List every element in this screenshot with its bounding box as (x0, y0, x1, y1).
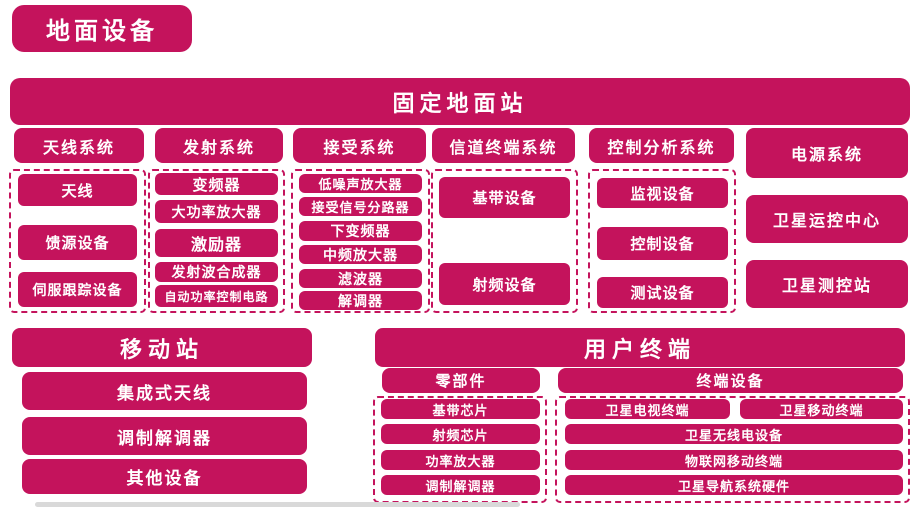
group-transmit-system (148, 169, 285, 313)
node-exciter: 激励器 (155, 229, 278, 257)
header-transmit-system: 发射系统 (155, 128, 283, 163)
node-satellite-tv-terminal: 卫星电视终端 (565, 399, 730, 419)
header-terminal-devices: 终端设备 (558, 368, 903, 393)
bottom-cutoff-strip (35, 502, 520, 507)
node-frequency-converter: 变频器 (155, 173, 278, 195)
node-iot-mobile-terminal: 物联网移动终端 (565, 450, 903, 470)
node-high-power-amplifier: 大功率放大器 (155, 200, 278, 223)
header-control-analysis-system: 控制分析系统 (589, 128, 734, 163)
node-satellite-radio-equipment: 卫星无线电设备 (565, 424, 903, 444)
node-baseband-chip: 基带芯片 (381, 399, 540, 419)
header-components: 零部件 (382, 368, 540, 393)
node-rf-equipment: 射频设备 (439, 263, 570, 305)
node-down-converter: 下变频器 (299, 221, 422, 241)
node-satellite-operation-control-center: 卫星运控中心 (746, 195, 908, 243)
node-power-amplifier: 功率放大器 (381, 450, 540, 470)
node-satellite-navigation-hardware: 卫星导航系统硬件 (565, 475, 903, 495)
node-test-equipment: 测试设备 (597, 277, 728, 308)
node-antenna: 天线 (18, 174, 137, 206)
node-control-equipment: 控制设备 (597, 227, 728, 260)
page-title: 地面设备 (12, 5, 192, 52)
node-satellite-tt-c-station: 卫星测控站 (746, 260, 908, 308)
node-other-equipment: 其他设备 (22, 459, 307, 494)
node-modem-mobile: 调制解调器 (22, 417, 307, 455)
group-receive-system (291, 169, 430, 313)
node-low-noise-amplifier: 低噪声放大器 (299, 174, 422, 193)
node-satellite-mobile-terminal: 卫星移动终端 (740, 399, 903, 419)
node-feed-equipment: 馈源设备 (18, 225, 137, 260)
node-monitoring-equipment: 监视设备 (597, 178, 728, 208)
group-antenna-system (9, 169, 146, 313)
node-baseband-equipment: 基带设备 (439, 177, 570, 218)
group-terminal-devices (555, 396, 910, 503)
header-channel-terminal-system: 信道终端系统 (432, 128, 575, 163)
fixed-station-banner: 固定地面站 (10, 78, 910, 125)
node-power-system: 电源系统 (746, 128, 908, 178)
node-auto-power-control-circuit: 自动功率控制电路 (155, 285, 278, 307)
node-integrated-antenna: 集成式天线 (22, 372, 307, 410)
mobile-station-banner: 移动站 (12, 328, 312, 367)
node-receive-signal-splitter: 接受信号分路器 (299, 197, 422, 216)
node-if-amplifier: 中频放大器 (299, 245, 422, 264)
group-channel-terminal-system (431, 169, 578, 313)
node-filter: 滤波器 (299, 269, 422, 288)
user-terminal-banner: 用户终端 (375, 328, 905, 367)
node-modem-component: 调制解调器 (381, 475, 540, 495)
header-antenna-system: 天线系统 (14, 128, 144, 163)
node-transmit-wave-synthesizer: 发射波合成器 (155, 262, 278, 282)
group-control-analysis-system (588, 169, 736, 313)
node-servo-tracking-equipment: 伺服跟踪设备 (18, 272, 137, 307)
node-rf-chip: 射频芯片 (381, 424, 540, 444)
header-receive-system: 接受系统 (293, 128, 426, 163)
node-demodulator: 解调器 (299, 291, 422, 310)
